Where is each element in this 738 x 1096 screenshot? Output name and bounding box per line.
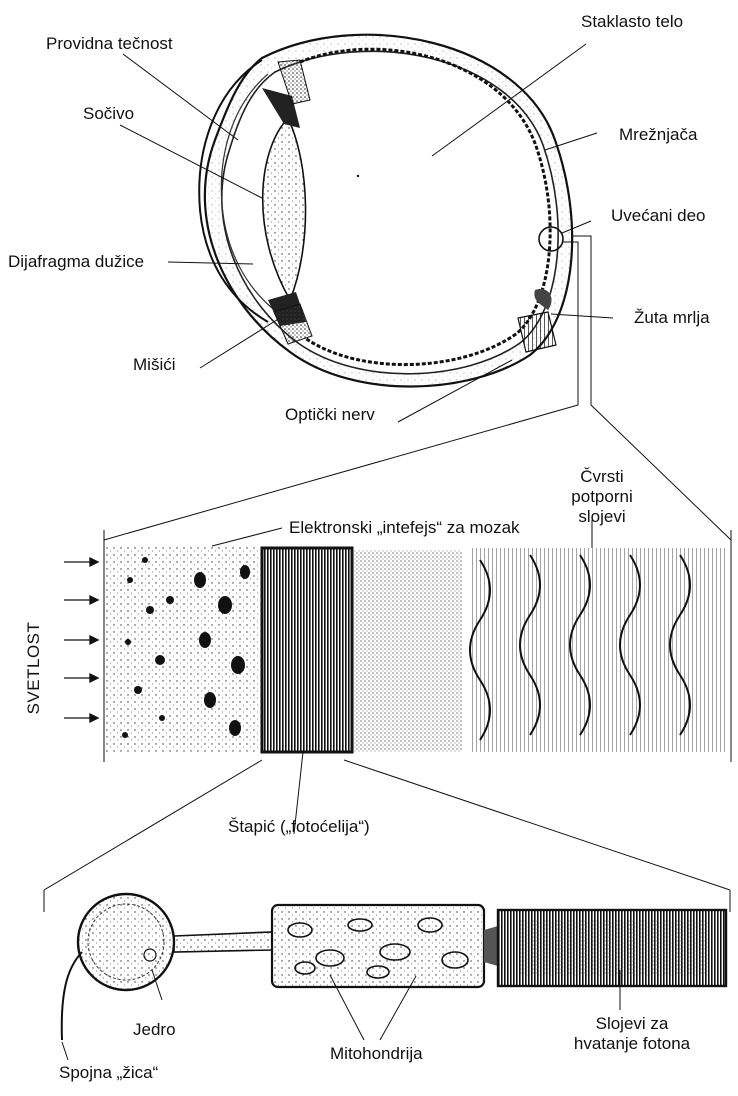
label-slojevi-za-hvatanje-fotona: Slojevi za hvatanje fotona (567, 1014, 697, 1054)
label-slojevi-line1: Slojevi za (567, 1014, 697, 1034)
label-jedro: Jedro (133, 1020, 176, 1040)
label-svetlost: SVETLOST (24, 622, 44, 715)
label-misici: Mišići (133, 355, 176, 375)
label-stapic: Štapić („fotoćelija“) (228, 817, 370, 837)
label-dijafragma-duzice: Dijafragma dužice (8, 252, 144, 272)
label-cvrsti-line2: potporni (562, 487, 642, 507)
label-zuta-mrlja: Žuta mrlja (634, 308, 710, 328)
label-uvecani-deo: Uvećani deo (611, 206, 706, 226)
label-mitohondrija: Mitohondrija (330, 1044, 423, 1064)
rod-magnification-lines (44, 752, 730, 912)
label-cvrsti-potporni-slojevi: Čvrsti potporni slojevi (562, 467, 642, 527)
pigment-layer (352, 550, 462, 752)
label-cvrsti-line3: slojevi (562, 507, 642, 527)
connecting-wire (62, 952, 82, 1040)
label-spojna-zica: Spojna „žica“ (59, 1063, 158, 1083)
label-cvrsti-line1: Čvrsti (562, 467, 642, 487)
photoreceptor-layer (262, 548, 352, 752)
light-arrows (64, 558, 98, 722)
label-providna-tecnost: Providna tečnost (46, 34, 173, 54)
retina-nerve-layer (106, 545, 184, 752)
label-opticki-nerv: Optički nerv (285, 405, 375, 425)
label-mreznjaca: Mrežnjača (619, 125, 697, 145)
label-staklasto-telo: Staklasto telo (581, 12, 683, 32)
retina-cross-section (104, 530, 731, 762)
nucleus (78, 894, 174, 990)
label-socivo: Sočivo (83, 104, 134, 124)
label-slojevi-line2: hvatanje fotona (567, 1034, 697, 1054)
label-elektronski-interfejs: Elektronski „intefejs“ za mozak (289, 518, 520, 538)
